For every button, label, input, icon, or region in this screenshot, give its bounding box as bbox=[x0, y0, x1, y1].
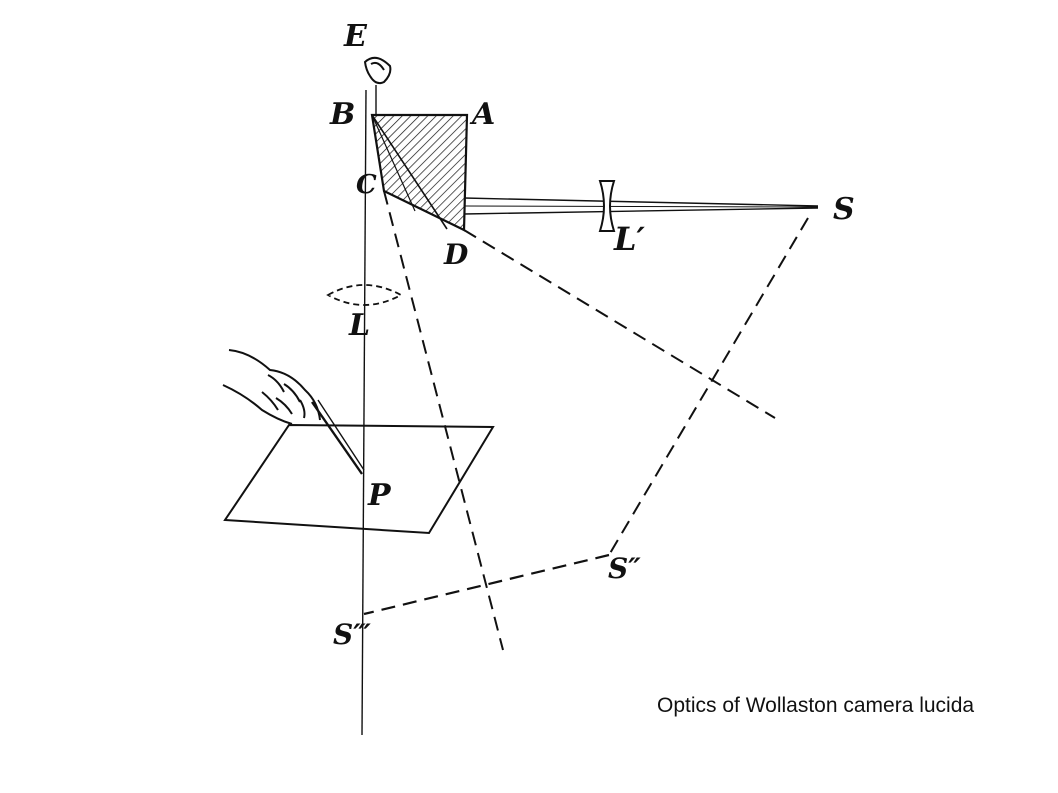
vertical-axis bbox=[361, 89, 367, 736]
diagram-caption: Optics of Wollaston camera lucida bbox=[657, 694, 975, 717]
label-p: P bbox=[367, 478, 392, 513]
label-b: B bbox=[329, 97, 355, 132]
ray-to-s-bottom bbox=[463, 207, 819, 215]
dashed-s2-to-s3 bbox=[363, 553, 610, 616]
label-l: L bbox=[348, 308, 370, 343]
label-s: S bbox=[833, 192, 855, 227]
prism bbox=[370, 113, 469, 232]
label-l-prime: L′ bbox=[613, 220, 646, 258]
dashed-ray-d bbox=[463, 229, 776, 419]
eye-pupil bbox=[370, 61, 385, 71]
prism-diagonal bbox=[371, 114, 448, 230]
prism-diagonal-2 bbox=[371, 114, 416, 212]
lens-l-prime bbox=[598, 180, 616, 232]
drawing-paper bbox=[223, 423, 495, 535]
ray-to-s-top bbox=[463, 197, 819, 207]
dashed-ray-c bbox=[383, 190, 504, 651]
ray-to-s-mid bbox=[463, 205, 819, 208]
label-e: E bbox=[343, 19, 368, 54]
dashed-s-to-s2 bbox=[608, 217, 809, 556]
label-s-triple: S‴ bbox=[333, 618, 371, 651]
label-d: D bbox=[443, 238, 469, 271]
label-a: A bbox=[469, 97, 495, 132]
hand-with-pencil bbox=[222, 349, 365, 475]
eye-icon bbox=[363, 56, 392, 85]
label-s-double: S″ bbox=[608, 552, 641, 585]
label-c: C bbox=[356, 170, 377, 200]
lens-l bbox=[326, 284, 403, 306]
